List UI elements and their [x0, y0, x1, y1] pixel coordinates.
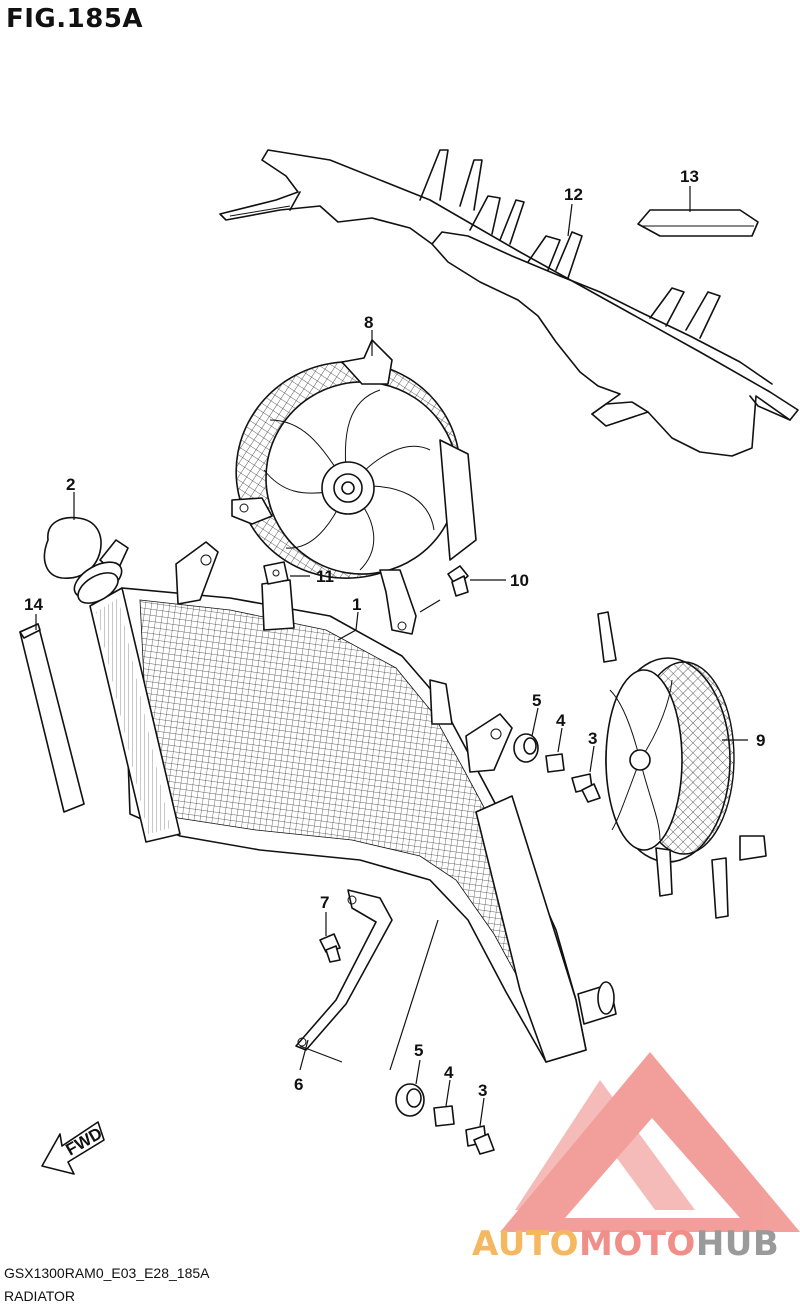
callout-5-upper: 5 — [532, 691, 541, 710]
part-1-radiator — [89, 539, 617, 1063]
leader-lines — [35, 186, 748, 1127]
fwd-arrow: FWD — [41, 1121, 106, 1175]
watermark-part-moto: MOTO — [578, 1224, 696, 1264]
watermark-text: AUTOMOTOHUB — [472, 1224, 779, 1264]
callout-3-upper: 3 — [588, 729, 597, 748]
watermark-part-hub: HUB — [695, 1224, 780, 1264]
callout-12: 12 — [564, 185, 583, 204]
footer-diagram-name: RADIATOR — [4, 1288, 76, 1304]
part-14-strip — [19, 623, 85, 813]
fwd-label: FWD — [63, 1124, 106, 1160]
footer-diagram-code: GSX1300RAM0_E03_E28_185A — [4, 1265, 210, 1281]
part-7-bolt — [319, 933, 341, 963]
callout-4-upper: 4 — [556, 711, 566, 730]
parts-5-4-3-lower — [395, 1083, 495, 1155]
callout-6: 6 — [294, 1075, 303, 1094]
part-8-fan-assembly — [231, 339, 477, 635]
callout-numbers: 8 12 13 2 14 11 10 1 5 4 3 9 7 6 5 4 3 — [24, 167, 765, 1100]
part-13-pad — [637, 209, 759, 237]
callout-1: 1 — [352, 595, 361, 614]
callout-7: 7 — [320, 893, 329, 912]
callout-5-lower: 5 — [414, 1041, 423, 1060]
callout-11: 11 — [316, 567, 334, 586]
part-6-bracket — [295, 889, 393, 1051]
callout-4-lower: 4 — [444, 1063, 454, 1082]
part-2-radiator-cap — [43, 516, 123, 604]
figure-title: FIG.185A — [6, 4, 144, 34]
part-9-fan-assembly — [597, 611, 767, 919]
callout-14: 14 — [24, 595, 43, 614]
parts-5-4-3-upper — [513, 733, 601, 803]
callout-9: 9 — [756, 731, 765, 750]
part-12-shroud — [219, 149, 799, 457]
watermark-part-auto: AUTO — [472, 1224, 579, 1264]
callout-8: 8 — [364, 313, 373, 332]
part-10-bolt — [447, 565, 469, 597]
callout-13: 13 — [680, 167, 699, 186]
callout-10: 10 — [510, 571, 529, 590]
callout-2: 2 — [66, 475, 75, 494]
watermark-logo — [500, 1052, 800, 1232]
callout-3-lower: 3 — [478, 1081, 487, 1100]
part-11-nut — [263, 561, 289, 585]
